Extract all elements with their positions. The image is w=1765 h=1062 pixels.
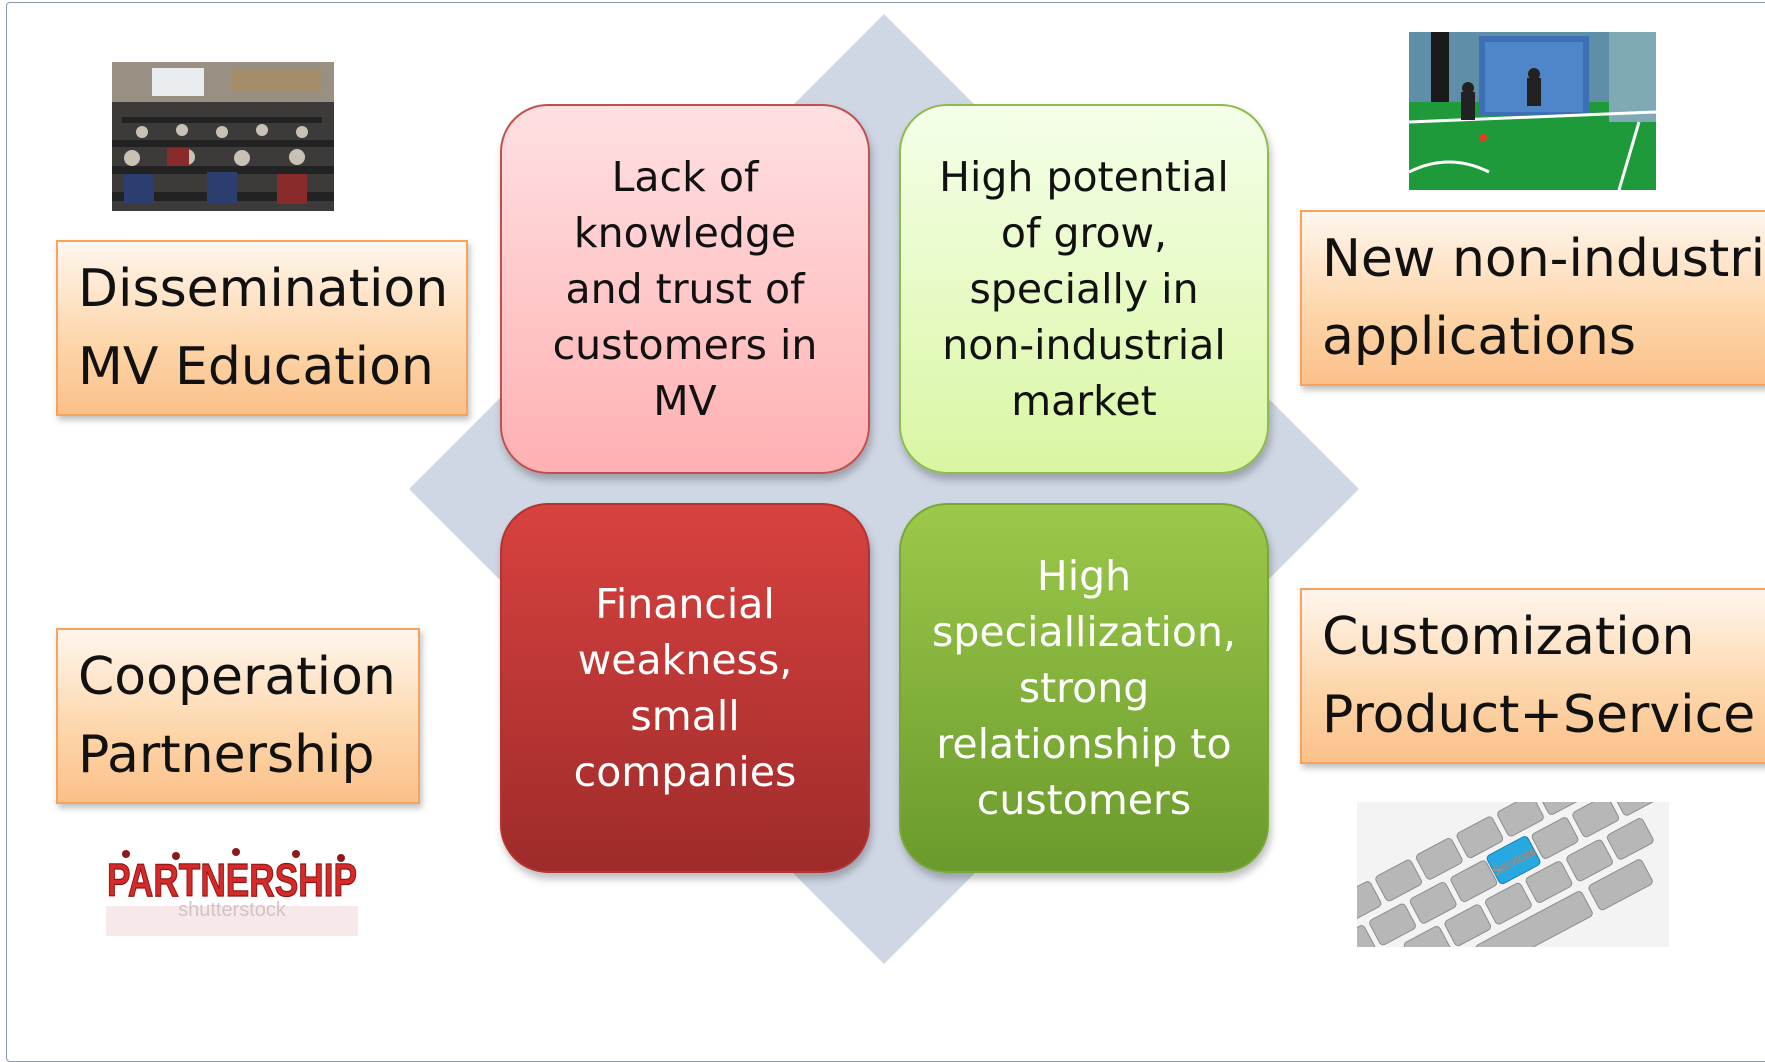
quadrant-growth-potential: High potential of grow, specially in non… — [899, 104, 1269, 474]
quadrant-financial-weakness: Financial weakness, small companies — [500, 503, 870, 873]
quadrant-growth-potential-text: High potential of grow, specially in non… — [939, 149, 1229, 429]
label-new-applications: New non-industrial applications — [1300, 210, 1765, 386]
services-keyboard-photo: Services — [1357, 802, 1669, 947]
robot-soccer-photo — [1409, 32, 1656, 190]
label-dissemination: Dissemination MV Education — [56, 240, 468, 416]
label-customization-line2: Product+Service — [1322, 676, 1765, 754]
label-customization-line1: Customization — [1322, 598, 1765, 676]
quadrant-knowledge-trust: Lack of knowledge and trust of customers… — [500, 104, 870, 474]
label-cooperation: Cooperation Partnership — [56, 628, 420, 804]
label-cooperation-line2: Partnership — [78, 716, 418, 794]
quadrant-specialization: High speciallization, strong relationshi… — [899, 503, 1269, 873]
classroom-photo — [112, 62, 334, 211]
label-new-applications-line1: New non-industrial — [1322, 220, 1765, 298]
label-new-applications-line2: applications — [1322, 298, 1765, 376]
label-customization: Customization Product+Service — [1300, 588, 1765, 764]
label-dissemination-line1: Dissemination — [78, 250, 466, 328]
label-dissemination-line2: MV Education — [78, 328, 466, 406]
quadrant-financial-weakness-text: Financial weakness, small companies — [574, 576, 797, 800]
quadrant-specialization-text: High speciallization, strong relationshi… — [932, 548, 1236, 828]
quadrant-knowledge-trust-text: Lack of knowledge and trust of customers… — [553, 149, 818, 429]
partnership-logo: PARTNERSHIP shutterstock — [96, 836, 368, 956]
label-cooperation-line1: Cooperation — [78, 638, 418, 716]
